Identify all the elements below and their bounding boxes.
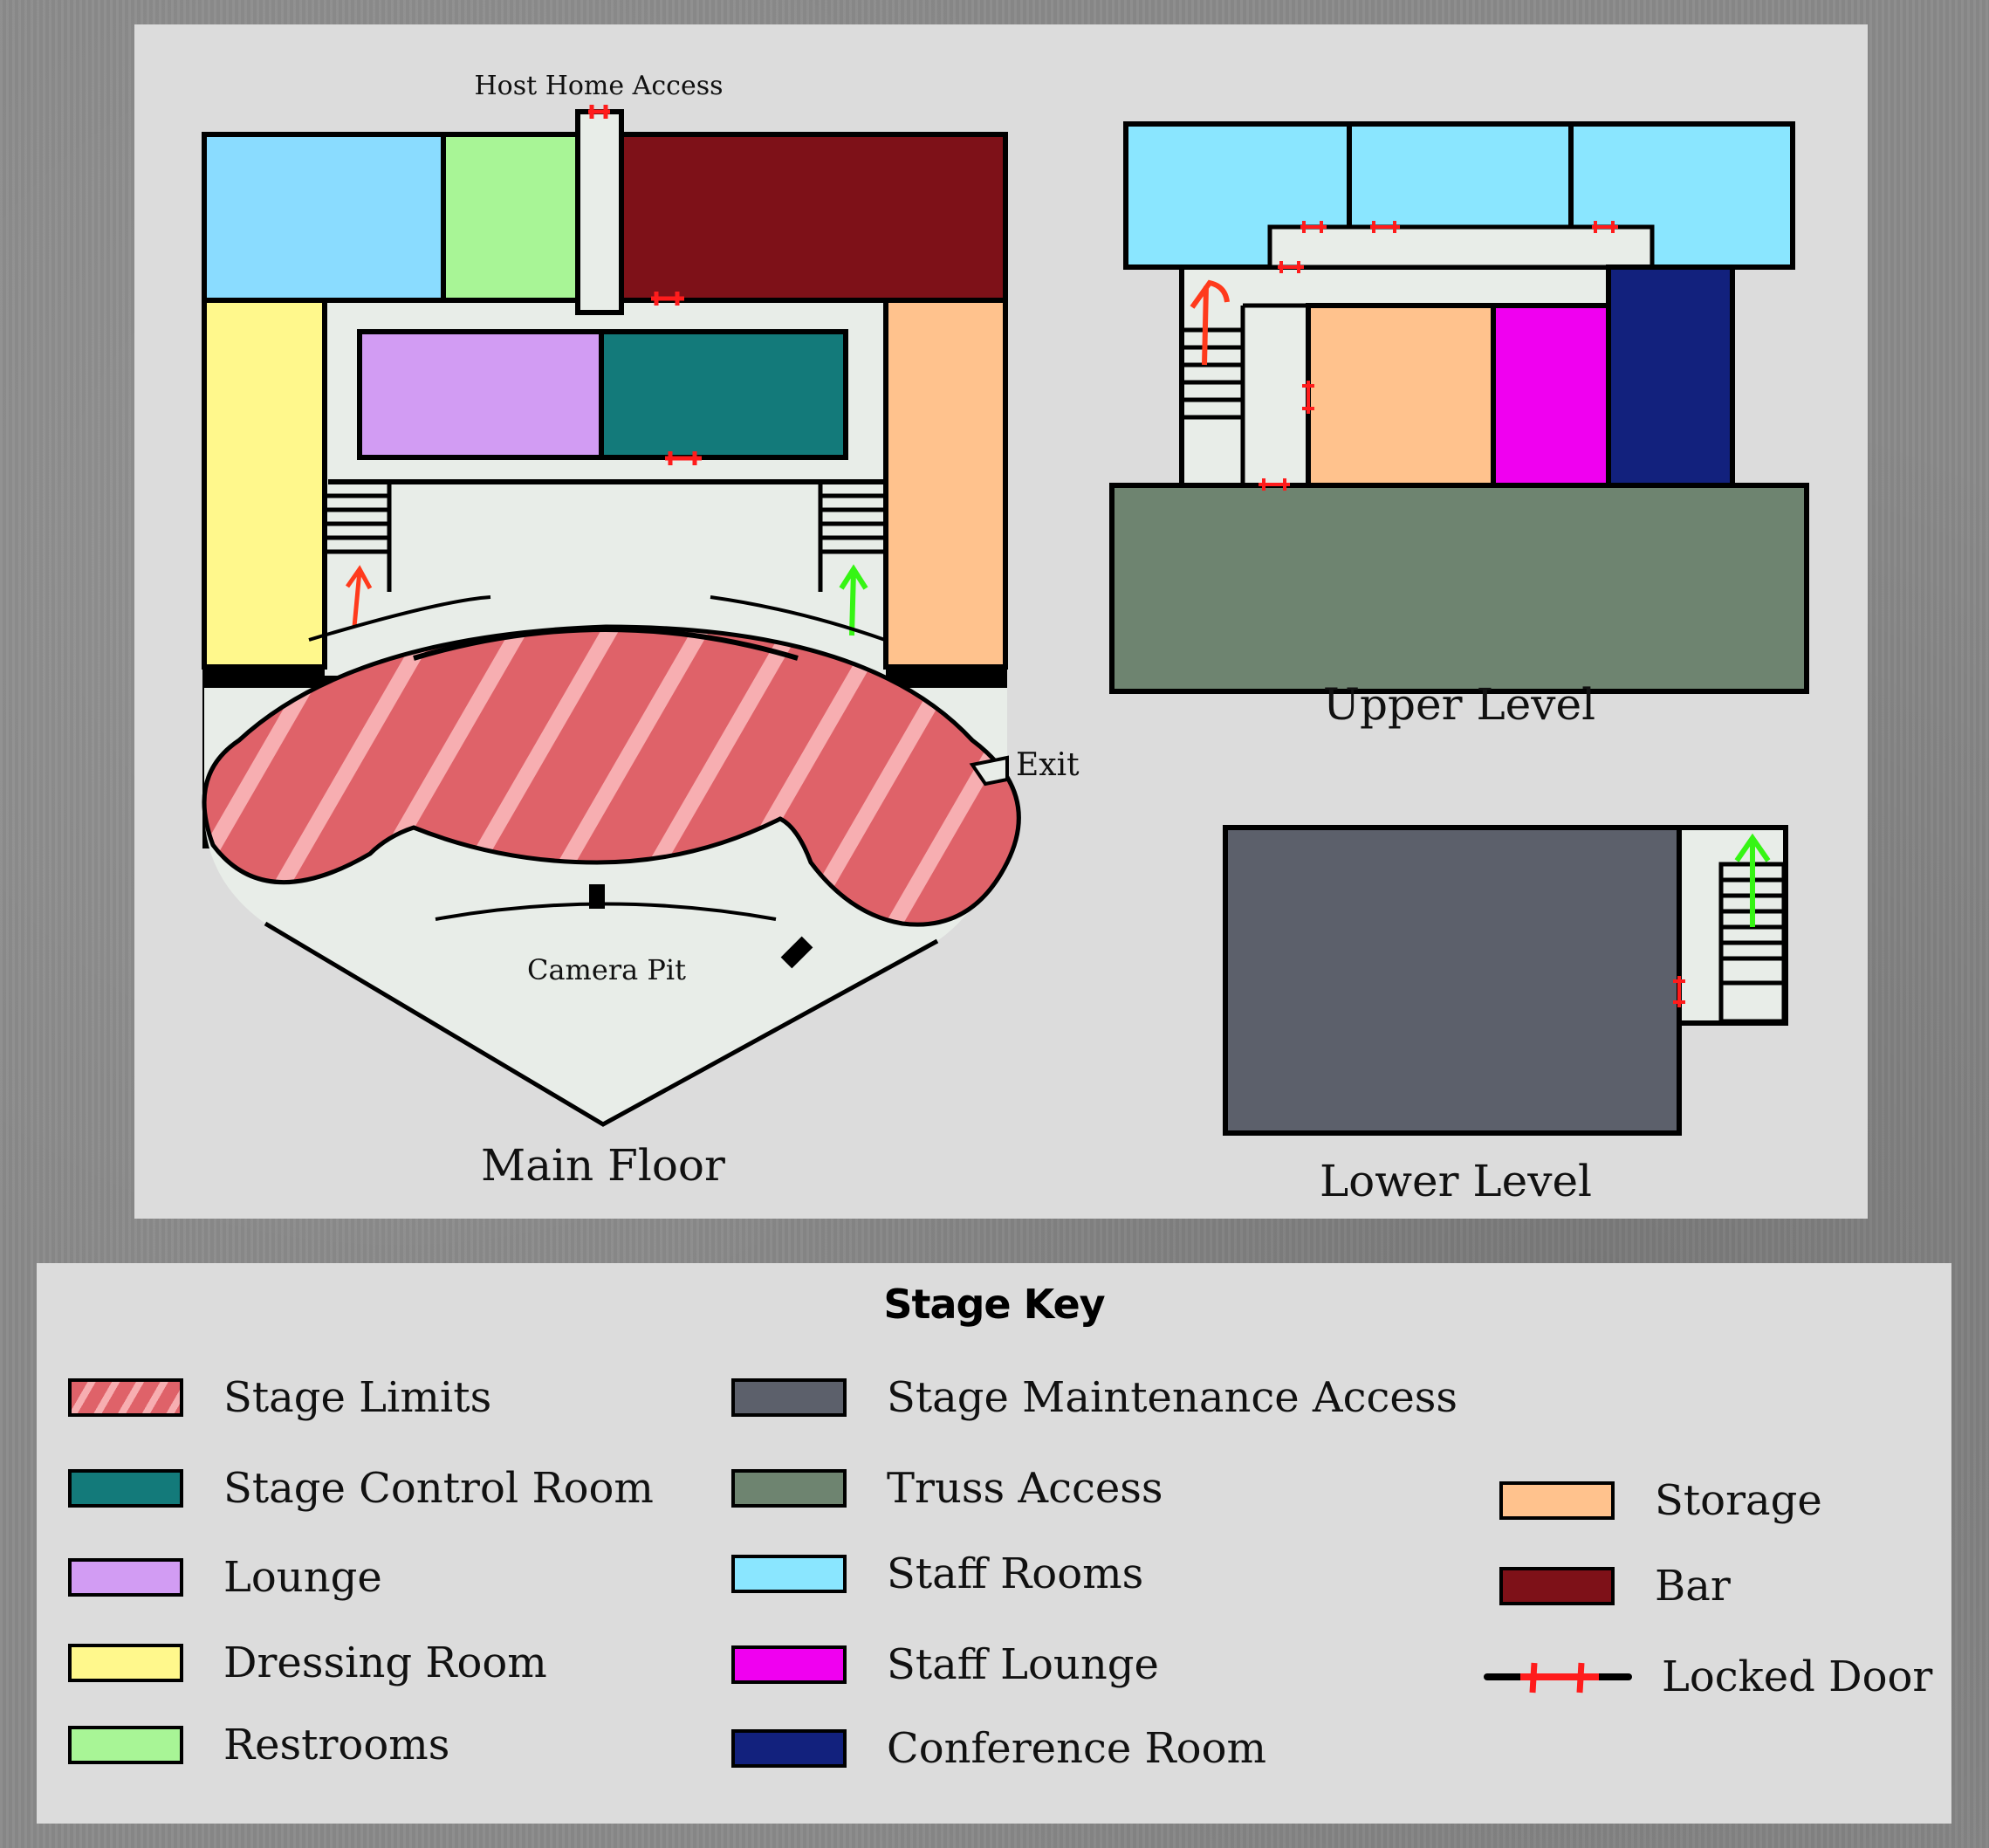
exit-label: Exit <box>1016 747 1080 783</box>
storage-room-upper <box>1306 303 1496 488</box>
lounge-swatch <box>68 1558 183 1597</box>
legend-label: Staff Lounge <box>887 1640 1159 1689</box>
stage-maintenance-access-swatch <box>731 1378 847 1417</box>
restrooms-swatch <box>68 1726 183 1764</box>
stage-limits-area <box>202 624 1021 927</box>
legend-label: Staff Rooms <box>887 1549 1144 1598</box>
legend-label: Storage <box>1655 1476 1822 1525</box>
stairs-right <box>818 482 883 592</box>
staff-lounge-room <box>1491 303 1611 488</box>
legend-label: Lounge <box>223 1553 382 1602</box>
legend-item-stage-limits: Stage Limits <box>68 1371 491 1424</box>
storage-swatch <box>1499 1481 1615 1520</box>
legend-label: Stage Control Room <box>223 1464 654 1513</box>
main-floor-plan <box>202 105 1021 1127</box>
conference-room <box>1606 264 1735 488</box>
stage-key-panel: Stage Key Stage Limits Stage Control Roo… <box>37 1263 1951 1824</box>
legend-label: Truss Access <box>887 1464 1163 1513</box>
stairs-left <box>326 482 392 592</box>
legend-item-conference-room: Conference Room <box>731 1722 1266 1775</box>
legend-item-restrooms: Restrooms <box>68 1719 449 1771</box>
camera-icon <box>589 884 605 909</box>
lower-level-label: Lower Level <box>1320 1156 1592 1206</box>
dressing-room <box>202 298 327 670</box>
legend-label: Stage Maintenance Access <box>887 1373 1457 1422</box>
locked-door-icon <box>588 105 702 465</box>
lower-level-plan <box>1223 825 1788 1136</box>
floor-plan-drawing: Host Home Access Exit Camera Pit Main Fl… <box>202 71 1809 1206</box>
up-arrow-green-icon <box>1734 833 1771 927</box>
staff-rooms-swatch <box>731 1555 847 1593</box>
stairs-lower <box>1718 862 1787 1024</box>
truss-access-area <box>1109 483 1809 694</box>
legend-item-locked-door: Locked Door <box>1484 1651 1932 1703</box>
legend-item-lounge: Lounge <box>68 1551 382 1604</box>
conference-room-swatch <box>731 1729 847 1768</box>
staff-room-main <box>202 132 446 303</box>
stage-limits-swatch <box>68 1378 183 1417</box>
staff-lounge-swatch <box>731 1645 847 1684</box>
upper-level-label: Upper Level <box>1323 679 1595 730</box>
dressing-room-swatch <box>68 1644 183 1682</box>
legend-item-dressing-room: Dressing Room <box>68 1637 547 1689</box>
legend-label: Conference Room <box>887 1724 1266 1773</box>
exit-door <box>969 755 1009 787</box>
bar-room <box>619 132 1008 303</box>
legend-item-staff-lounge: Staff Lounge <box>731 1638 1159 1691</box>
stage-maintenance-room <box>1223 825 1682 1136</box>
camera-pit-label: Camera Pit <box>527 953 686 986</box>
legend-item-bar: Bar <box>1499 1560 1731 1612</box>
bar-swatch <box>1499 1567 1615 1605</box>
locked-door-icon <box>1673 976 1685 1007</box>
legend-item-stage-control-room: Stage Control Room <box>68 1462 654 1515</box>
stairs-upper <box>1182 303 1308 485</box>
lounge-room <box>357 329 604 460</box>
legend-item-truss-access: Truss Access <box>731 1462 1163 1515</box>
locked-door-icon <box>1259 221 1618 491</box>
truss-access-swatch <box>731 1469 847 1508</box>
legend-item-storage: Storage <box>1499 1474 1822 1527</box>
upper-level-plan <box>1109 121 1809 694</box>
legend-label: Bar <box>1655 1562 1731 1611</box>
stage-control-room-swatch <box>68 1469 183 1508</box>
map-panel: Host Home Access Exit Camera Pit Main Fl… <box>134 24 1868 1219</box>
camera-icon <box>780 936 813 969</box>
legend-item-staff-rooms: Staff Rooms <box>731 1548 1143 1600</box>
legend-label: Locked Door <box>1662 1652 1933 1701</box>
stage-key-title: Stage Key <box>883 1281 1105 1328</box>
restrooms-room <box>441 132 580 303</box>
legend-label: Dressing Room <box>223 1638 547 1687</box>
main-floor-label: Main Floor <box>481 1140 725 1191</box>
legend-item-stage-maintenance-access: Stage Maintenance Access <box>731 1371 1457 1424</box>
host-home-access-corridor <box>575 109 624 315</box>
storage-room-main <box>883 298 1008 670</box>
up-arrow-green-icon <box>839 564 868 636</box>
up-arrow-red-icon <box>345 565 373 628</box>
up-arrow-red-icon <box>1190 279 1230 366</box>
stage-control-room <box>599 329 848 460</box>
legend-label: Stage Limits <box>223 1373 492 1422</box>
host-home-access-label: Host Home Access <box>475 71 724 101</box>
locked-door-icon <box>1484 1658 1632 1696</box>
legend-label: Restrooms <box>223 1721 450 1769</box>
